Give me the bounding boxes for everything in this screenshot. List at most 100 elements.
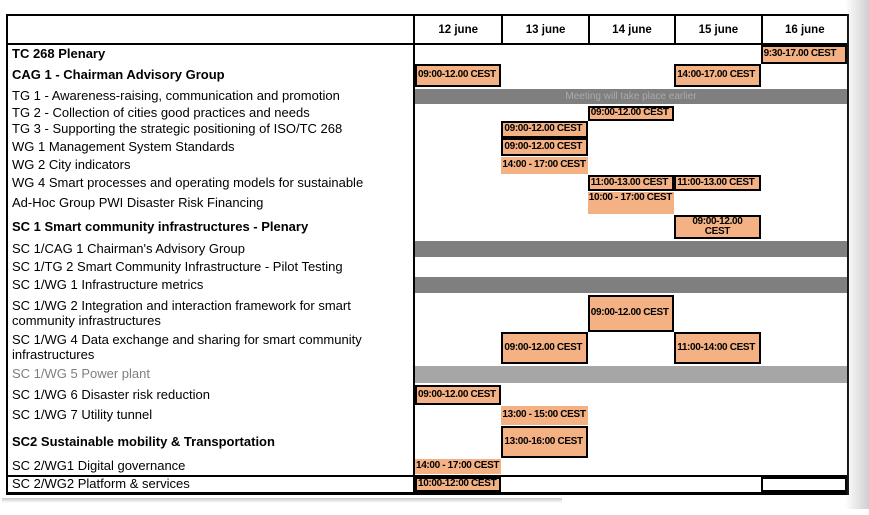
meeting-cell: 14:00-17.00 CEST [674, 64, 761, 87]
row-label: TG 1 - Awareness-raising, communication … [8, 87, 415, 106]
day-slot [761, 295, 847, 332]
day-slot: 09:00-12.00 CEST [587, 295, 675, 332]
day-slot: 09:00-12.00 CEST [674, 215, 761, 239]
day-slot [761, 215, 847, 239]
meeting-cell: 11:00-14:00 CEST [674, 332, 761, 364]
meeting-cell: 13:00-16:00 CEST [501, 426, 588, 458]
day-slot [588, 458, 674, 475]
day-slot [761, 405, 847, 426]
row-label: SC 1/WG 4 Data exchange and sharing for … [8, 332, 415, 364]
date-header-cell: 15 june [674, 16, 761, 45]
day-slot [588, 332, 674, 364]
meeting-cell: 11:00-13.00 CEST [674, 175, 761, 191]
meeting-cell: 09:00-12.00 CEST [587, 295, 675, 332]
day-slot [587, 475, 675, 492]
meeting-cell: 10:00-12:00 CEST [415, 477, 502, 492]
meeting-cell: 13:00 - 15:00 CEST [501, 406, 588, 425]
meeting-cell: 09:00-12.00 CEST [501, 138, 588, 156]
day-slot [415, 191, 501, 215]
day-slot [501, 295, 587, 332]
day-slot [588, 405, 674, 426]
day-slot [760, 475, 847, 492]
day-slot [761, 259, 847, 275]
day-slot [501, 191, 587, 215]
day-slot [588, 121, 674, 138]
day-slot [761, 175, 847, 191]
row-label: WG 1 Management System Standards [8, 138, 415, 156]
day-slot [761, 156, 847, 175]
day-slot [501, 175, 587, 191]
row-label: SC 2/WG2 Platform & services [8, 475, 415, 492]
unavailable-bar [415, 241, 847, 257]
day-slot [588, 385, 674, 405]
meeting-cell: 09:00-12.00 CEST [415, 385, 502, 405]
day-slot [674, 385, 760, 405]
row-label: SC 1/CAG 1 Chairman's Advisory Group [8, 239, 415, 259]
day-slot [761, 106, 847, 121]
table-bottom-shadow [2, 498, 562, 503]
meeting-cell: 14:00 - 17:00 CEST [501, 157, 588, 174]
date-header-cell: 16 june [760, 16, 847, 45]
unavailable-bar [415, 366, 847, 383]
day-slot [761, 64, 847, 87]
day-slot [761, 385, 847, 405]
row-label: SC 1/WG 5 Power plant [8, 364, 415, 385]
day-slot [588, 426, 674, 458]
day-slot [415, 259, 501, 275]
day-slot [501, 64, 587, 87]
day-slot [415, 121, 501, 138]
day-slot [501, 215, 587, 239]
meeting-cell: 09:00-12.00 CEST [501, 332, 588, 364]
day-slot [674, 405, 760, 426]
day-slot [588, 138, 674, 156]
day-slot [588, 156, 674, 175]
day-slot [761, 191, 847, 215]
date-header-cell: 12 june [415, 16, 502, 45]
day-slot [761, 426, 847, 458]
meeting-cell: 09:00-12.00 CEST [587, 106, 675, 121]
day-slot: 14:00 - 17:00 CEST [415, 458, 502, 475]
row-label: WG 4 Smart processes and operating model… [8, 175, 415, 191]
day-slot: 09:00-12.00 CEST [501, 332, 588, 364]
day-slot: 11:00-14:00 CEST [674, 332, 761, 364]
day-slot [674, 106, 760, 121]
day-slot: 13:00 - 15:00 CEST [501, 405, 588, 426]
day-slot: 09:00-12.00 CEST [501, 138, 588, 156]
day-slot [761, 458, 847, 475]
day-slot [761, 121, 847, 138]
day-slot [415, 426, 501, 458]
day-slot [674, 121, 760, 138]
row-label: SC 1/WG 1 Infrastructure metrics [8, 275, 415, 295]
row-label: WG 2 City indicators [8, 156, 415, 175]
day-slot [501, 385, 587, 405]
day-slot [415, 405, 501, 426]
day-slot: 10:00-12:00 CEST [415, 475, 502, 492]
day-slot [761, 332, 847, 364]
day-slot [674, 458, 760, 475]
day-slot [674, 138, 760, 156]
row-label: SC 1/TG 2 Smart Community Infrastructure… [8, 259, 415, 275]
day-slot: 14:00-17.00 CEST [674, 64, 761, 87]
row-label: TC 268 Plenary [8, 45, 415, 64]
day-slot [674, 45, 760, 64]
meeting-cell: 14:00 - 17:00 CEST [415, 459, 502, 474]
day-slot: 14:00 - 17:00 CEST [501, 156, 588, 175]
day-slot [501, 106, 587, 121]
day-slot [415, 332, 501, 364]
row-label: TG 3 - Supporting the strategic position… [8, 121, 415, 138]
date-header-cell: 13 june [501, 16, 588, 45]
day-slot: 9:30-17.00 CEST [760, 45, 847, 64]
day-slot [588, 215, 674, 239]
day-slot [674, 475, 761, 492]
day-slot [501, 259, 587, 275]
day-slot [588, 64, 674, 87]
corner-header-cell [8, 16, 415, 45]
notice-bar: Meeting will take place earlier [415, 89, 847, 104]
day-slot [415, 106, 501, 121]
row-label: SC 1/WG 6 Disaster risk reduction [8, 385, 415, 405]
day-slot [588, 45, 674, 64]
meeting-cell: 10:00 - 17:00 CEST [587, 192, 675, 214]
day-slot: 11:00-13.00 CEST [674, 175, 761, 191]
row-label: SC 1 Smart community infrastructures - P… [8, 215, 415, 239]
day-slot [501, 45, 587, 64]
